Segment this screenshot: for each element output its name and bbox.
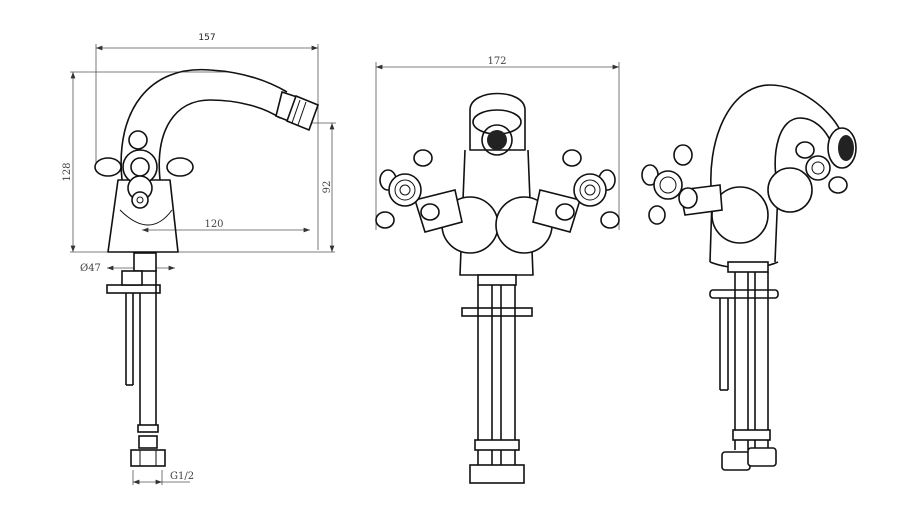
side-body bbox=[107, 179, 179, 253]
dim-label-thread: G1/2 bbox=[170, 471, 194, 482]
side-nozzle bbox=[275, 90, 320, 132]
dimension-thread: G1/2 bbox=[132, 470, 194, 485]
perspective-right-cross-handle bbox=[795, 141, 848, 194]
perspective-spout bbox=[709, 84, 841, 263]
side-cross-handle bbox=[94, 130, 194, 209]
dimension-overall-width: 157 bbox=[95, 33, 319, 250]
dimension-spout-reach: 120 bbox=[142, 219, 310, 233]
front-left-cross-handle bbox=[375, 149, 440, 229]
dim-label-157: 157 bbox=[198, 33, 215, 43]
front-spout bbox=[469, 92, 526, 151]
side-supply-pipes bbox=[106, 252, 166, 467]
front-right-cross-handle bbox=[555, 149, 620, 229]
dimension-handle-span: 172 bbox=[375, 56, 620, 230]
dim-label-128: 128 bbox=[62, 162, 73, 181]
front-view: 172 bbox=[375, 56, 620, 484]
perspective-view bbox=[641, 84, 857, 471]
front-supply-pipes bbox=[461, 274, 533, 484]
dim-label-172: 172 bbox=[487, 56, 506, 67]
side-spout bbox=[120, 68, 288, 181]
dim-label-92: 92 bbox=[322, 181, 333, 194]
dim-label-diameter: Ø47 bbox=[80, 263, 101, 274]
side-view: 157 128 92 120 Ø47 bbox=[62, 33, 336, 485]
perspective-left-cross-handle bbox=[641, 144, 698, 225]
dim-label-120: 120 bbox=[204, 219, 223, 230]
dimension-spout-height: 92 bbox=[310, 122, 336, 252]
perspective-supply-pipes bbox=[709, 261, 779, 471]
